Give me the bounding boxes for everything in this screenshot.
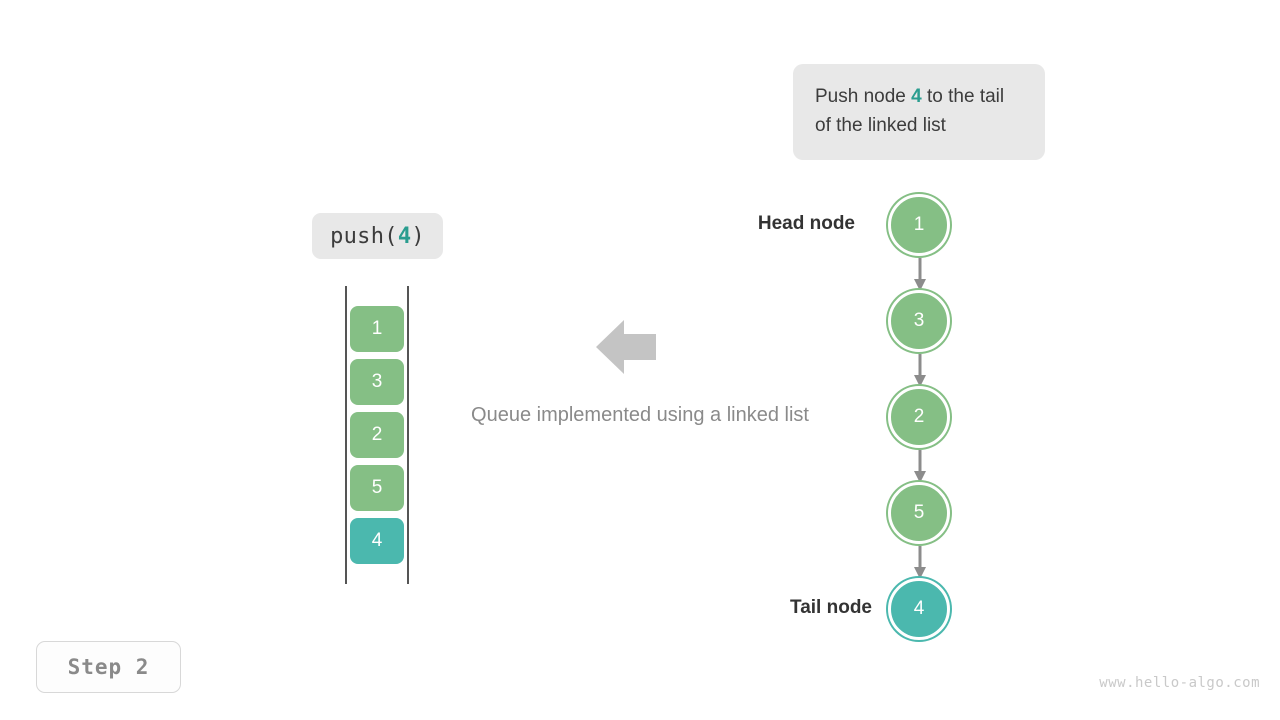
step-description-callout: Push node 4 to the tail of the linked li… [793,64,1045,160]
queue-column: 1 3 2 5 4 [345,286,409,584]
operation-name: push( [330,223,398,249]
linked-list-container: 1 3 2 5 4 [880,186,960,646]
queue-cell: 1 [350,306,404,352]
operation-close-paren: ) [411,223,425,249]
link-arrow-icon [912,258,928,292]
operation-argument: 4 [397,223,412,249]
step-badge: Step 2 [36,641,181,693]
callout-highlight-value: 4 [911,86,922,107]
linked-list-node: 5 [888,482,950,544]
link-arrow-icon [912,450,928,484]
link-arrow-icon [912,546,928,580]
linked-list-node: 2 [888,386,950,448]
queue-cell: 3 [350,359,404,405]
callout-text-prefix: Push node [815,86,912,107]
left-arrow-icon [596,318,656,376]
linked-list-node: 3 [888,290,950,352]
queue-cell: 5 [350,465,404,511]
tail-node-label: Tail node [790,597,872,618]
queue-rail-left [345,286,347,584]
watermark: www.hello-algo.com [1099,675,1260,691]
operation-label: push(4) [312,213,443,259]
queue-rail-right [407,286,409,584]
callout-text-suffix: to the tail of the linked list [815,86,1005,136]
link-arrow-icon [912,354,928,388]
linked-list-node: 4 [888,578,950,640]
diagram-caption: Queue implemented using a linked list [471,404,809,426]
queue-cell: 4 [350,518,404,564]
queue-cell: 2 [350,412,404,458]
linked-list-node: 1 [888,194,950,256]
head-node-label: Head node [757,213,855,234]
